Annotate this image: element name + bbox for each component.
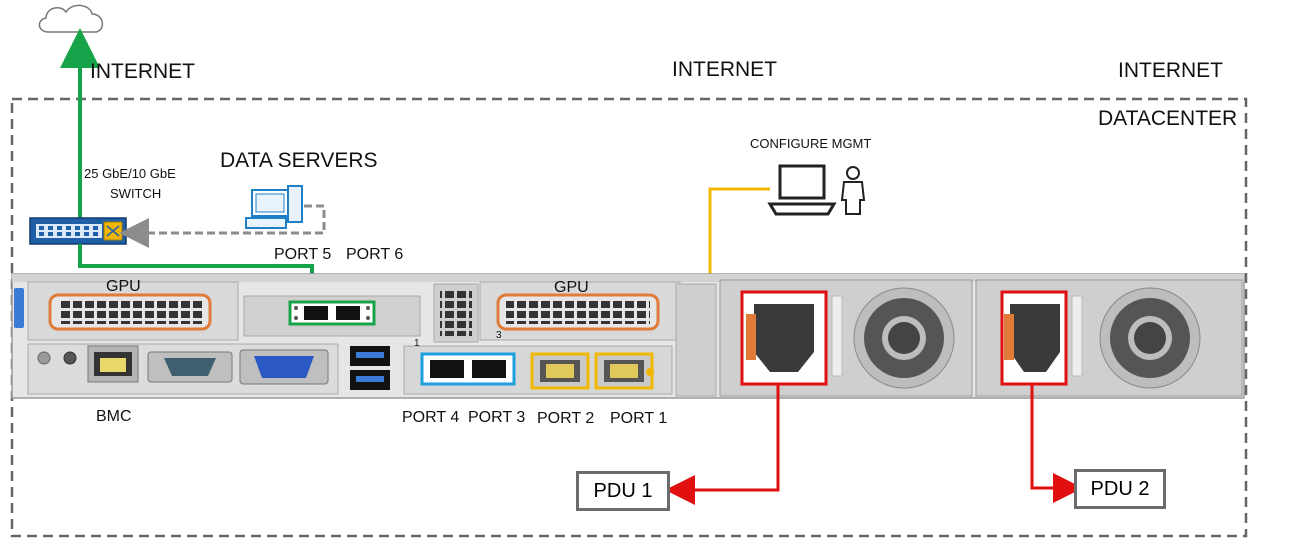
psu1-to-pdu1-link xyxy=(665,384,780,505)
port2-label: PORT 2 xyxy=(537,410,595,427)
internet-label-left: INTERNET xyxy=(90,60,195,83)
pdu2-box: PDU 2 xyxy=(1074,469,1166,509)
internet-label-right: INTERNET xyxy=(1118,59,1223,82)
switch-label-line1: 25 GbE/10 GbE xyxy=(84,166,176,181)
pdu2-label: PDU 2 xyxy=(1090,477,1150,500)
port1-label: PORT 1 xyxy=(610,410,668,427)
datacenter-label: DATACENTER xyxy=(1098,107,1238,130)
id-button-icon xyxy=(37,351,51,365)
pdu1-label: PDU 1 xyxy=(593,479,653,502)
vga-port xyxy=(239,349,329,385)
port4-label: PORT 4 xyxy=(402,409,460,426)
gpu-right-label: GPU xyxy=(554,279,589,296)
port4-port3-sfp xyxy=(420,352,516,386)
usb-ports xyxy=(350,346,390,390)
switch-label-line2: SWITCH xyxy=(110,186,162,201)
port2-rj45 xyxy=(530,352,590,390)
gpu-left-label: GPU xyxy=(106,278,141,295)
configure-mgmt-label: CONFIGURE MGMT xyxy=(750,136,872,151)
psu2-unit xyxy=(1000,287,1201,389)
port5-label: PORT 5 xyxy=(274,246,332,263)
data-servers-label: DATA SERVERS xyxy=(220,149,378,172)
serial-port xyxy=(147,351,233,383)
psu2-to-pdu2-link xyxy=(1030,384,1083,503)
switch-icon xyxy=(29,217,127,245)
bmc-port xyxy=(87,345,139,383)
pdu1-box: PDU 1 xyxy=(576,471,670,511)
cloud-icon xyxy=(38,4,104,33)
computer-icon xyxy=(245,185,303,229)
bmc-label: BMC xyxy=(96,408,132,425)
reset-button-icon xyxy=(63,351,77,365)
port1-rj45 xyxy=(594,352,654,390)
port6-label: PORT 6 xyxy=(346,246,404,263)
slot1-label: 1 xyxy=(414,338,420,349)
internet-label-center: INTERNET xyxy=(672,58,777,81)
slot3-label: 3 xyxy=(496,330,502,341)
user-icon xyxy=(840,166,866,215)
gpu-right-card xyxy=(496,293,660,331)
gpu-left-card xyxy=(48,293,212,331)
port3-label: PORT 3 xyxy=(468,409,526,426)
port5-port6-card xyxy=(288,300,376,326)
psu1-unit xyxy=(740,287,955,389)
laptop-icon xyxy=(767,164,837,216)
